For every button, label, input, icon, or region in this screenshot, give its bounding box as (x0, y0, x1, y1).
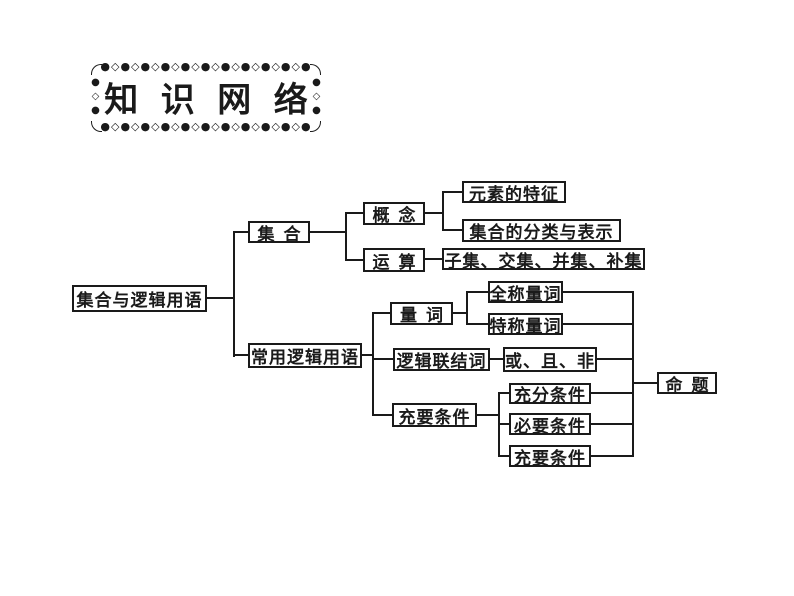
connector-line (442, 191, 444, 231)
title-border-left-icon: ●◇● (90, 77, 101, 119)
connector-line (466, 291, 468, 325)
connector-line (563, 291, 632, 293)
connector-line (372, 414, 392, 416)
connector-line (498, 392, 509, 394)
connector-line (632, 291, 634, 457)
node-connectives: 逻辑联结词 (393, 348, 490, 371)
node-sufficient-condition: 充分条件 (509, 383, 591, 405)
title-border-bottom-icon: ●◇●◇●◇●◇●◇●◇●◇●◇●◇●◇● (100, 121, 312, 133)
connector-line (453, 312, 466, 314)
connector-line (442, 229, 462, 231)
node-proposition: 命题 (657, 372, 717, 395)
connector-line (498, 423, 509, 425)
connector-line (597, 358, 632, 360)
connector-line (310, 231, 347, 233)
connector-line (345, 212, 363, 214)
connector-line (345, 259, 363, 261)
connector-line (591, 423, 632, 425)
connector-line (442, 191, 462, 193)
connector-line (207, 297, 233, 299)
node-iff-condition: 充要条件 (509, 445, 591, 468)
title-frame-corner-icon (91, 64, 102, 75)
connector-line (425, 212, 444, 214)
connector-line (362, 354, 374, 356)
node-set-classification: 集合的分类与表示 (462, 219, 621, 242)
node-necessary-condition: 必要条件 (509, 413, 591, 436)
node-operation: 运算 (363, 248, 425, 272)
connector-line (498, 455, 509, 457)
connector-line (632, 382, 657, 384)
connector-line (591, 392, 632, 394)
node-sets: 集合 (248, 221, 310, 244)
node-universal-quantifier: 全称量词 (488, 281, 563, 304)
connector-line (591, 455, 632, 457)
node-or-and-not: 或、且、非 (503, 347, 597, 372)
node-concept: 概念 (363, 202, 425, 225)
connector-line (372, 312, 374, 416)
connector-line (233, 354, 248, 356)
connector-line (233, 231, 235, 357)
title-frame: ●◇●◇●◇●◇●◇●◇●◇●◇●◇●◇● ●◇●◇●◇●◇●◇●◇●◇●◇●◇… (90, 61, 322, 133)
connector-line (345, 212, 347, 261)
node-logic-terms: 常用逻辑用语 (248, 343, 362, 368)
connector-line (477, 414, 498, 416)
connector-line (425, 258, 442, 260)
node-sufficient-necessary: 充要条件 (392, 403, 477, 427)
page-title: 知 识 网 络 (104, 82, 315, 120)
node-quantifier: 量词 (390, 302, 453, 325)
connector-line (563, 323, 632, 325)
node-particular-quantifier: 特称量词 (488, 313, 563, 336)
title-border-top-icon: ●◇●◇●◇●◇●◇●◇●◇●◇●◇●◇● (100, 61, 312, 73)
connector-line (372, 358, 393, 360)
connector-line (372, 312, 390, 314)
connector-line (233, 231, 248, 233)
connector-line (490, 358, 503, 360)
node-element-feature: 元素的特征 (462, 181, 566, 204)
title-border-right-icon: ●◇● (311, 77, 322, 119)
connector-line (466, 323, 488, 325)
node-set-operations: 子集、交集、并集、补集 (442, 248, 645, 271)
node-root: 集合与逻辑用语 (72, 285, 207, 312)
connector-line (466, 291, 488, 293)
